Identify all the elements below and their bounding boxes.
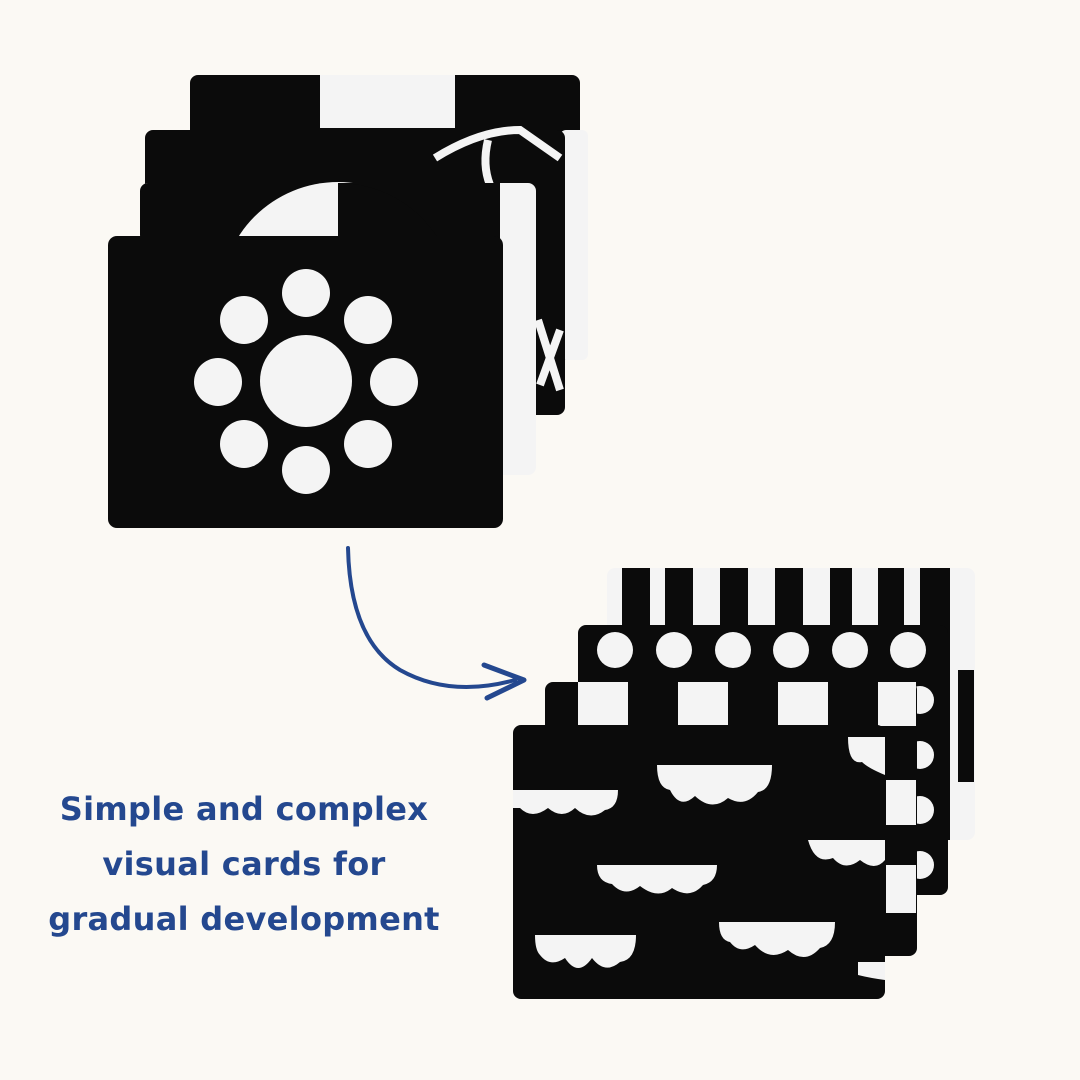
caption-line-1: Simple and complex	[59, 790, 429, 828]
card-clouds	[513, 725, 885, 999]
curved-arrow-icon	[346, 546, 527, 701]
card-front-flower	[108, 236, 503, 528]
simple-card-stack	[108, 75, 588, 528]
caption-line-2: visual cards for	[102, 845, 386, 883]
caption-line-3: gradual development	[48, 900, 440, 938]
caption: Simple and complex visual cards for grad…	[24, 782, 464, 947]
complex-card-stack	[513, 568, 975, 999]
